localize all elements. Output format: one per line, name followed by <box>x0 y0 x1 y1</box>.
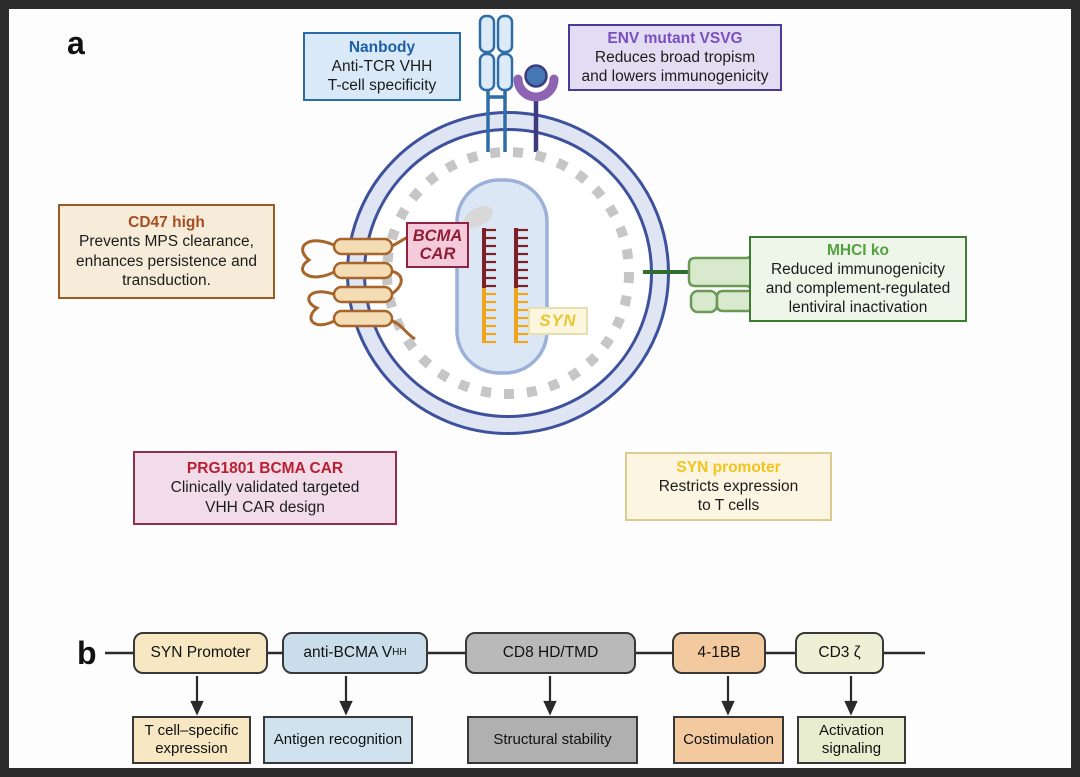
annotation-title: MHCI ko <box>827 241 889 259</box>
segment-label: 4-1BB <box>697 644 741 661</box>
prg1801-annotation-box: PRG1801 BCMA CAR Clinically validated ta… <box>133 451 397 525</box>
rna-strand <box>514 228 528 344</box>
syn-promoter-annotation-box: SYN promoter Restricts expression to T c… <box>625 452 832 521</box>
down-arrows <box>190 676 858 716</box>
annotation-line: Reduced immunogenicity <box>770 260 946 278</box>
annotation-line: enhances persistence and <box>76 252 257 270</box>
segment-label: CD8 HD/TMD <box>502 644 599 661</box>
nanbody-annotation-box: Nanbody Anti-TCR VHH T-cell specificity <box>303 32 461 101</box>
annotation-line: Prevents MPS clearance, <box>79 233 254 251</box>
annotation-line: VHH CAR design <box>205 498 325 516</box>
arrow-down-icon <box>190 676 204 716</box>
annotation-line: and complement-regulated <box>765 280 951 297</box>
panel-b-label: b <box>77 635 97 671</box>
segment-cd8-hd-tmd: CD8 HD/TMD <box>465 632 636 674</box>
function-label: Activation signaling <box>818 722 885 757</box>
annotation-title: CD47 high <box>128 214 205 232</box>
diagram-art <box>105 14 925 716</box>
arrow-down-icon <box>339 676 353 716</box>
function-antigen-recognition: Antigen recognition <box>263 716 413 764</box>
function-t-cell-specific-expression: T cell–specific expression <box>132 716 251 764</box>
segment-4-1bb: 4-1BB <box>672 632 766 674</box>
function-label: Structural stability <box>493 731 612 749</box>
panel-a-label: a <box>67 25 85 61</box>
rna-strand <box>482 228 496 344</box>
function-label: Costimulation <box>683 731 774 749</box>
env-vsvg-annotation-box: ENV mutant VSVG Reduces broad tropism an… <box>568 24 782 91</box>
annotation-line: Reduces broad tropism <box>594 48 756 66</box>
annotation-line: to T cells <box>697 497 760 515</box>
function-structural-stability: Structural stability <box>467 716 638 764</box>
function-label: T cell–specific expression <box>144 722 239 757</box>
annotation-title: Nanbody <box>348 38 416 56</box>
segment-label: anti-BCMA V <box>303 644 393 661</box>
annotation-line: and lowers immunogenicity <box>581 68 769 86</box>
function-label: Antigen recognition <box>273 731 403 749</box>
arrow-down-icon <box>543 676 557 716</box>
rna-genome-icon <box>482 228 528 344</box>
vsvg-receptor-icon <box>513 64 559 152</box>
annotation-line: Restricts expression <box>658 477 799 495</box>
matrix-ring-icon <box>382 147 634 399</box>
capsid-icon <box>455 178 549 375</box>
function-costimulation: Costimulation <box>673 716 784 764</box>
segment-label: CD3 ζ <box>818 644 861 661</box>
bcma-car-tag-line: CAR <box>419 245 456 263</box>
function-activation-signaling: Activation signaling <box>797 716 906 764</box>
segment-label: SYN Promoter <box>150 644 251 661</box>
annotation-title: PRG1801 BCMA CAR <box>186 460 344 478</box>
nanobody-spike-icon <box>478 14 514 152</box>
syn-tag-text: SYN <box>539 311 577 330</box>
annotation-line: Clinically validated targeted <box>170 479 360 497</box>
cd47-protein-icon <box>301 233 422 341</box>
mhci-annotation-box: MHCI ko Reduced immunogenicity and compl… <box>749 236 967 322</box>
annotation-title: ENV mutant VSVG <box>607 29 743 47</box>
arrow-down-icon <box>844 676 858 716</box>
cd47-annotation-box: CD47 high Prevents MPS clearance, enhanc… <box>58 204 275 299</box>
bcma-car-tag: BCMA CAR <box>406 222 469 268</box>
annotation-line: lentiviral inactivation <box>788 299 928 317</box>
segment-syn-promoter: SYN Promoter <box>133 632 268 674</box>
annotation-line: Anti-TCR VHH <box>331 57 433 75</box>
arrow-down-icon <box>721 676 735 716</box>
segment-cd3-zeta: CD3 ζ <box>795 632 884 674</box>
bcma-car-tag-line: BCMA <box>412 226 463 245</box>
annotation-title: SYN promoter <box>676 458 781 476</box>
syn-tag: SYN <box>528 307 588 335</box>
mhc-protein-icon <box>643 251 768 314</box>
annotation-line: transduction. <box>122 271 211 289</box>
annotation-line: T-cell specificity <box>327 77 437 95</box>
